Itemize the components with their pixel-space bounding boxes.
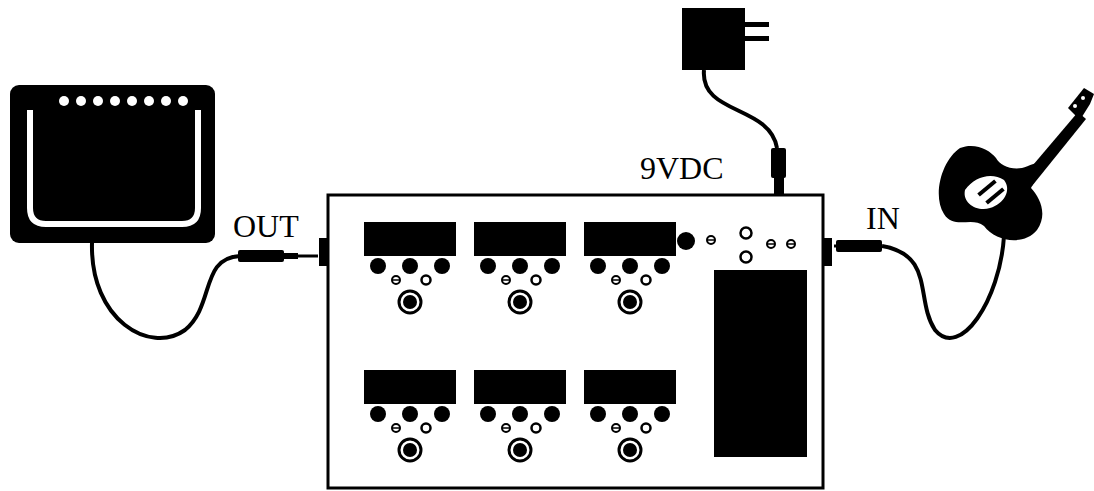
guitar (939, 88, 1094, 240)
power-label: 9VDC (640, 152, 724, 184)
out-plug (238, 250, 318, 262)
input-label: IN (866, 202, 900, 234)
amplifier (10, 85, 215, 243)
in-plug (834, 240, 882, 252)
amp-cable (92, 243, 240, 338)
pedal-board (319, 195, 832, 488)
output-label: OUT (233, 210, 299, 242)
guitar-cable (882, 236, 1004, 338)
